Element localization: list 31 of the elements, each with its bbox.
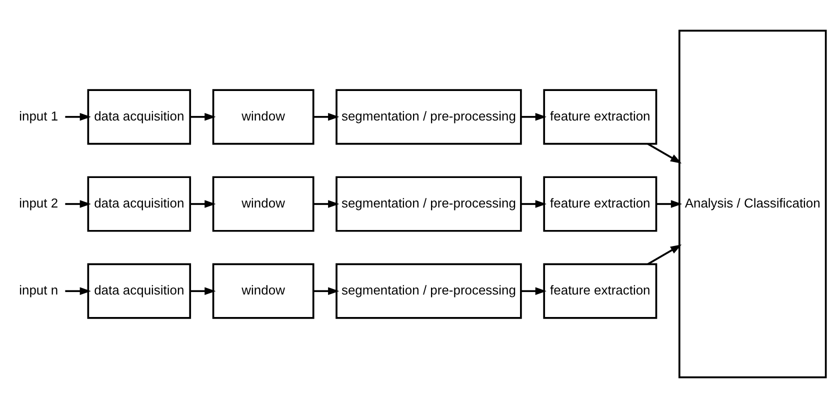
node-box: Analysis / Classification xyxy=(678,29,827,378)
arrow xyxy=(190,286,216,295)
node-box: segmentation / pre-processing xyxy=(336,176,522,232)
node-box: feature extraction xyxy=(543,176,658,232)
node-text: input 2 xyxy=(19,194,58,210)
node-box: data acquisition xyxy=(87,262,192,318)
node-box: window xyxy=(212,176,314,232)
arrow xyxy=(647,142,682,163)
node-text: input 1 xyxy=(19,108,58,123)
node-box: window xyxy=(212,262,314,318)
node-box: feature extraction xyxy=(543,262,658,318)
node-box: window xyxy=(212,88,314,144)
node-text: input n xyxy=(19,282,58,298)
node-box: segmentation / pre-processing xyxy=(336,262,522,318)
arrow xyxy=(521,286,546,295)
arrow xyxy=(521,112,546,120)
arrow xyxy=(314,286,340,295)
node-box: data acquisition xyxy=(87,176,192,232)
arrow xyxy=(314,200,340,208)
arrow xyxy=(65,112,91,120)
arrow xyxy=(656,200,682,208)
node-box: segmentation / pre-processing xyxy=(336,88,522,144)
arrow xyxy=(314,112,340,120)
arrow xyxy=(190,200,216,208)
arrow xyxy=(190,112,216,120)
arrow xyxy=(65,200,91,208)
node-box: feature extraction xyxy=(543,88,658,144)
node-box: data acquisition xyxy=(87,88,192,144)
arrow xyxy=(647,244,682,264)
arrow xyxy=(65,286,91,295)
arrow xyxy=(521,200,546,208)
